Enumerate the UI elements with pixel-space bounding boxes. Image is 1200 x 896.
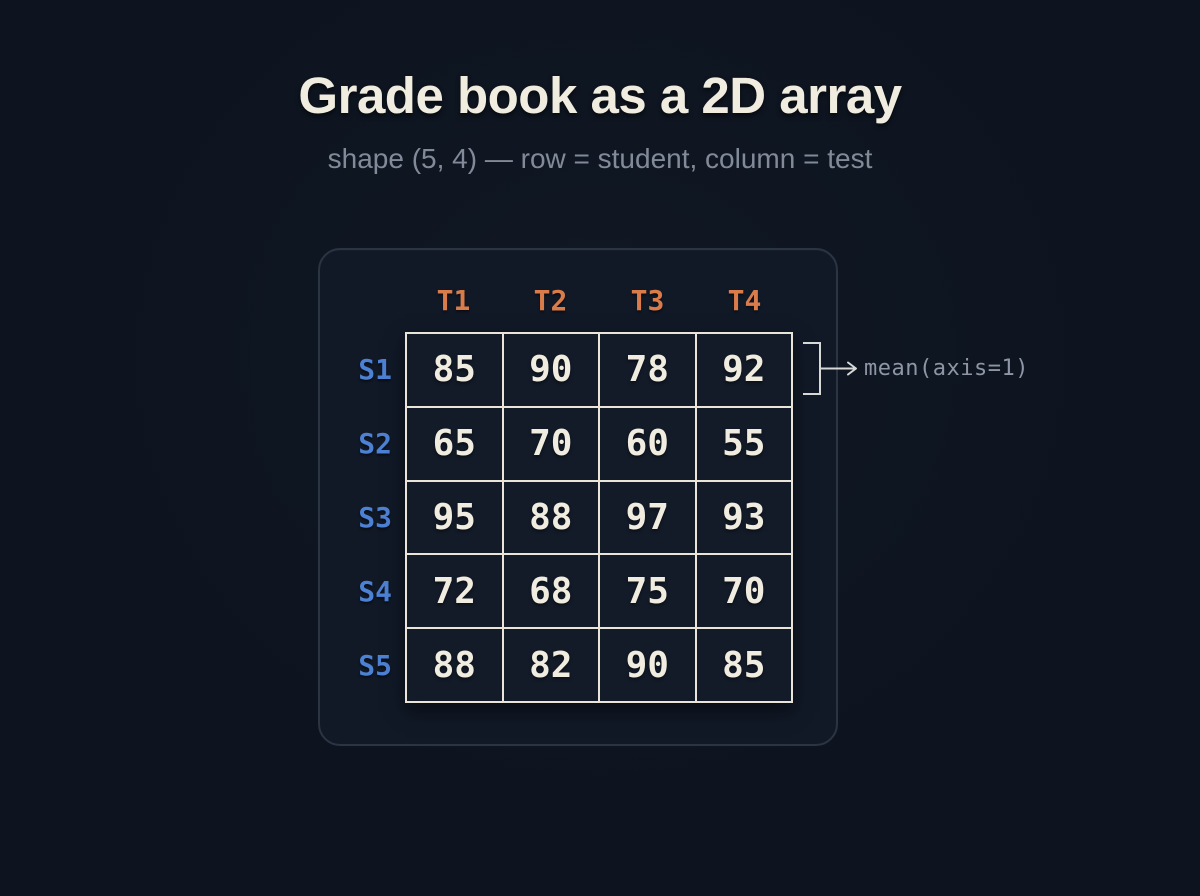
grid-cell-s5-t4: 85 <box>696 629 791 701</box>
grid-cell-s1-t2: 90 <box>503 334 598 406</box>
column-header-t4: T4 <box>727 284 762 317</box>
grid-cell-s2-t2: 70 <box>503 407 598 480</box>
row-label-s4: S4 <box>358 575 392 609</box>
row-label-s3: S3 <box>358 500 392 534</box>
grid-cell-s5-t2: 82 <box>503 629 598 701</box>
grid-cell-s4-t3: 75 <box>600 555 695 628</box>
grid-cell-s3-t4: 93 <box>696 481 791 554</box>
grid-cell-s1-t3: 78 <box>600 334 695 406</box>
column-header-t2: T2 <box>533 284 568 317</box>
mean-axis-label: mean(axis=1) <box>864 356 1029 381</box>
grid-cell-s5-t3: 90 <box>600 629 695 701</box>
column-header-t3: T3 <box>630 284 665 317</box>
grid-cell-s2-t4: 55 <box>696 407 791 480</box>
page-title: Grade book as a 2D array <box>298 67 902 124</box>
row-label-s2: S2 <box>358 426 392 460</box>
grid-cell-s3-t1: 95 <box>407 481 502 554</box>
grid-cell-s3-t3: 97 <box>600 481 695 554</box>
grid-cell-s4-t2: 68 <box>503 555 598 628</box>
grid-cell-s2-t1: 65 <box>407 407 502 480</box>
grid-cell-s1-t4: 92 <box>696 334 791 406</box>
grid-cell-s4-t4: 70 <box>696 555 791 628</box>
grid-cell-s1-t1: 85 <box>407 334 502 406</box>
row-label-s1: S1 <box>358 352 392 386</box>
grid-cell-s2-t3: 60 <box>600 407 695 480</box>
page-subtitle: shape (5, 4) — row = student, column = t… <box>327 143 873 174</box>
row-mean-bracket-arrow-icon <box>803 342 857 395</box>
column-header-t1: T1 <box>436 284 471 317</box>
grid-cell-s4-t1: 72 <box>407 555 502 628</box>
grid-cell-s5-t1: 88 <box>407 629 502 701</box>
grid-cell-s3-t2: 88 <box>503 481 598 554</box>
row-label-s5: S5 <box>358 649 392 683</box>
